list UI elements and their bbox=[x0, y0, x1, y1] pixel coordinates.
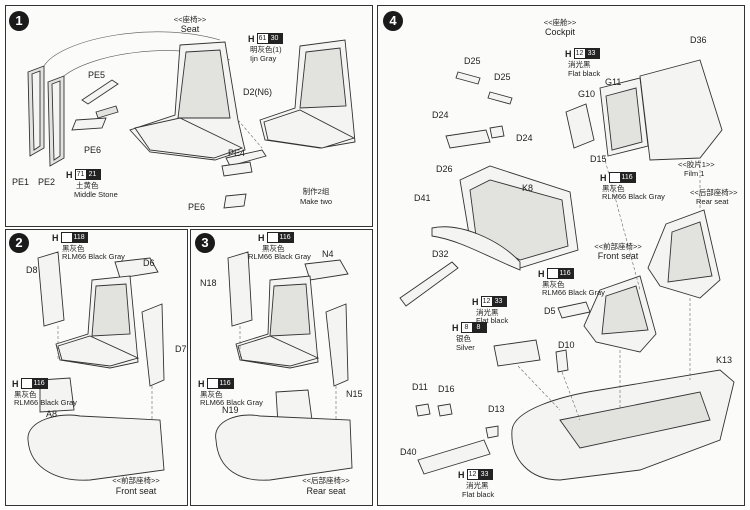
step-4-number: 4 bbox=[383, 11, 403, 31]
part-g11: G11 bbox=[605, 77, 622, 87]
step-4-paint-3: H 116 bbox=[538, 268, 574, 279]
part-n4: N4 bbox=[322, 249, 334, 259]
part-d26: D26 bbox=[436, 164, 453, 174]
part-d5: D5 bbox=[544, 306, 556, 316]
step-1-title-en: Seat bbox=[180, 24, 200, 34]
step-3-paint-top-cn: 黑灰色 bbox=[262, 244, 285, 253]
part-g10: G10 bbox=[578, 89, 596, 99]
part-n18: N18 bbox=[200, 278, 217, 288]
part-d32: D32 bbox=[432, 249, 449, 259]
part-d36: D36 bbox=[690, 35, 707, 45]
step-2-paint-top-cn: 黑灰色 bbox=[62, 244, 85, 253]
step-1-paint-top-en: Ijn Gray bbox=[250, 54, 277, 63]
step-4-paint-4-cn: 消光黑 bbox=[476, 308, 499, 317]
part-d16: D16 bbox=[438, 384, 455, 394]
step-3-paint-top: H 116 bbox=[258, 232, 294, 243]
step-4-rear-en: Rear seat bbox=[696, 197, 729, 206]
step-4-title-cn: <<座舱>> bbox=[543, 18, 577, 27]
part-d24-b: D24 bbox=[516, 133, 533, 143]
part-n15: N15 bbox=[346, 389, 363, 399]
step-4-rear-cn: <<后部座椅>> bbox=[690, 188, 738, 197]
part-d2-n6: D2(N6) bbox=[243, 87, 273, 97]
step-4-paint-5-cn: 银色 bbox=[456, 334, 471, 343]
step-4-front-cn: <<前部座椅>> bbox=[594, 242, 642, 251]
part-d24-a: D24 bbox=[432, 110, 449, 120]
part-pe4: PE4 bbox=[228, 148, 246, 158]
part-k8: K8 bbox=[522, 183, 534, 193]
part-k13: K13 bbox=[716, 355, 733, 365]
step-4-paint-2: H 116 bbox=[600, 172, 636, 183]
part-pe5: PE5 bbox=[88, 70, 106, 80]
step-4-paint-3-en: RLM66 Black Gray bbox=[542, 288, 605, 297]
step-4-paint-4-en: Flat black bbox=[476, 316, 509, 325]
part-d13: D13 bbox=[488, 404, 505, 414]
step-2-paint-top-en: RLM66 Black Gray bbox=[62, 252, 125, 261]
step-1-paint-bottom-cn: 土黄色 bbox=[76, 181, 99, 190]
part-d6: D6 bbox=[143, 258, 155, 268]
part-d40: D40 bbox=[400, 447, 417, 457]
part-d25-a: D25 bbox=[464, 56, 481, 66]
step-2-paint-top: H 118 bbox=[52, 232, 88, 243]
step-4-front-en: Front seat bbox=[597, 251, 639, 261]
step-3-title-cn: <<后部座椅>> bbox=[302, 476, 350, 485]
step-4-paint-1-cn: 消光黑 bbox=[568, 60, 591, 69]
part-pe2: PE2 bbox=[38, 177, 56, 187]
part-d25-b: D25 bbox=[494, 72, 511, 82]
part-a8: A8 bbox=[46, 409, 58, 419]
step-3-paint-top-en: RLM66 Black Gray bbox=[248, 252, 311, 261]
step-2-title-cn: <<前部座椅>> bbox=[112, 476, 160, 485]
part-pe6-b: PE6 bbox=[188, 202, 206, 212]
step-4-paint-6-cn: 消光黑 bbox=[466, 481, 489, 490]
part-d15: D15 bbox=[590, 154, 607, 164]
step-1-paint-bottom-en: Middle Stone bbox=[74, 190, 118, 199]
step-1-number: 1 bbox=[9, 11, 29, 31]
step-3-title-en: Rear seat bbox=[306, 486, 346, 496]
step-1-note-cn: 制作2组 bbox=[302, 187, 330, 196]
step-4-paint-1-en: Flat black bbox=[568, 69, 601, 78]
step-3-paint-bottom: H 116 bbox=[198, 378, 234, 389]
step-3-number: 3 bbox=[195, 233, 215, 253]
step-2-paint-bottom-cn: 黑灰色 bbox=[14, 390, 37, 399]
step-1-title-cn: <<座椅>> bbox=[173, 15, 207, 24]
step-2-paint-bottom: H 116 bbox=[12, 378, 48, 389]
step-1-note-en: Make two bbox=[299, 197, 333, 206]
step-4-paint-2-en: RLM66 Black Gray bbox=[602, 192, 665, 201]
step-2-paint-bottom-en: RLM66 Black Gray bbox=[14, 398, 77, 407]
step-4-film-en: Film 1 bbox=[684, 169, 705, 178]
part-pe1: PE1 bbox=[12, 177, 30, 187]
part-pe6-a: PE6 bbox=[84, 145, 102, 155]
part-n19: N19 bbox=[222, 405, 239, 415]
step-1-paint-top-cn: 明灰色(1) bbox=[250, 45, 282, 54]
step-4-film-cn: <<胶片1>> bbox=[678, 160, 715, 169]
step-4-paint-2-cn: 黑灰色 bbox=[602, 184, 625, 193]
step-4-paint-6-en: Flat black bbox=[462, 490, 495, 499]
step-1-drawing bbox=[27, 31, 356, 209]
step-4-drawing bbox=[399, 59, 735, 481]
part-d10: D10 bbox=[558, 340, 575, 350]
step-2-number: 2 bbox=[9, 233, 29, 253]
step-3-drawing bbox=[215, 251, 353, 481]
step-3-paint-bottom-cn: 黑灰色 bbox=[200, 390, 223, 399]
step-4-title-en: Cockpit bbox=[544, 27, 576, 37]
step-4-paint-5-en: Silver bbox=[456, 343, 475, 352]
part-d11: D11 bbox=[412, 382, 428, 392]
step-2-drawing bbox=[27, 251, 165, 481]
step-4-paint-3-cn: 黑灰色 bbox=[542, 280, 565, 289]
part-d7: D7 bbox=[175, 344, 187, 354]
part-d41: D41 bbox=[414, 193, 431, 203]
step-3-paint-bottom-en: RLM66 Black Gray bbox=[200, 398, 263, 407]
part-d8: D8 bbox=[26, 265, 38, 275]
step-2-title-en: Front seat bbox=[115, 486, 157, 496]
